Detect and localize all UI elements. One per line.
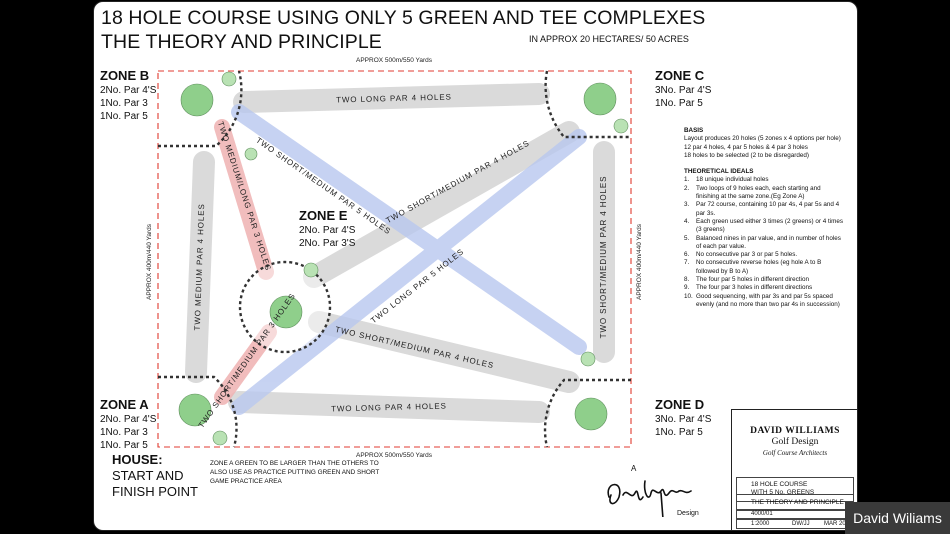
zone-b-line: 2No. Par 4'S [100,85,157,96]
project-line: 18 HOLE COURSE [751,481,808,488]
zone-a-green [178,393,212,427]
zone-b-title: ZONE B [100,68,150,83]
company-tagline: Golf Course Architects [762,449,828,457]
scale-row: 1:2000 DW/JJ MAR 2013 [736,519,854,529]
dimension-bottom: APPROX 500m/550 Yards [356,452,433,459]
dimension-right: APPROX 400m/440 Yards [636,223,643,300]
fairway-left [185,151,215,383]
page-subtitle: THE THEORY AND PRINCIPLE [101,31,382,53]
dimension-left: APPROX 400m/440 Yards [146,223,153,300]
zone-a-note-line: ALSO USE AS PRACTICE PUTTING GREEN AND S… [210,469,380,476]
fairway-a-to-e [214,324,277,405]
drawing-title-box: THE THEORY AND PRINCIPLE [736,494,854,510]
zone-e-line: 2No. Par 4'S [299,225,356,236]
fairway-b-to-e [214,119,274,280]
ideal-item: 2.Two loops of 9 holes each, each starti… [684,184,821,201]
zone-c-title: ZONE C [655,68,705,83]
zone-c-line: 3No. Par 4'S [655,85,712,96]
area-note: IN APPROX 20 HECTARES/ 50 ACRES [529,34,689,44]
zone-d-tee [580,351,596,367]
fairway-b-to-d [231,104,587,355]
scale-value: 1:2000 [751,521,770,527]
label-left-holes: TWO MEDIUM PAR 4 HOLES [193,203,206,330]
ideal-item: 3.Par 72 course, containing 10 par 4s, 4… [684,201,840,217]
ideal-item: 7.No consecutive reverse holes (eg hole … [684,259,822,275]
ideals-heading: THEORETICAL IDEALS [684,168,754,176]
fairway-top [233,83,550,113]
drawing-date: MAR 2013 [824,521,853,527]
zone-c-green [583,82,617,116]
project-box: 18 HOLE COURSE WITH 5 No. GREENS [736,477,854,502]
zone-e-tee [303,262,319,278]
company-name: DAVID WILLIAMS [750,426,840,436]
zone-d-line: 1No. Par 5 [655,427,703,438]
fairway-a-to-c [231,129,587,415]
zone-d-title: ZONE D [655,397,705,412]
site-boundary [157,70,632,448]
basis-heading: BASIS [684,127,704,134]
zone-b-arc [158,70,243,148]
watermark-label: David Wiliams [845,502,950,534]
zone-e-green [269,295,303,329]
signature-letter: A [631,464,637,473]
zone-b-line: 1No. Par 5 [100,111,148,122]
title-block: DAVID WILLIAMS Golf Design Golf Course A… [731,409,858,531]
fairway-e-to-c [303,121,580,288]
drawing-sheet: 18 HOLE COURSE USING ONLY 5 GREEN AND TE… [93,1,858,531]
zone-b-tee-2 [244,147,258,161]
ideal-item: 8.The four par 5 holes in different dire… [684,276,809,284]
house-line: FINISH POINT [112,484,198,499]
ideal-item: 4.Each green used either 3 times (2 gree… [684,217,843,234]
dimension-top: APPROX 500m/550 Yards [356,57,433,64]
ideal-item: 5.Balanced nines in par value, and in nu… [684,234,841,250]
ideals-list: 1.18 unique individual holes 2.Two loops… [684,176,844,309]
zone-a-line: 1No. Par 3 [100,427,148,438]
basis-line: 12 par 4 holes, 4 par 5 holes & 4 par 3 … [684,143,808,151]
zone-a-note-line: ZONE A GREEN TO BE LARGER THAN THE OTHER… [210,460,379,467]
notes-panel: BASIS Layout produces 20 holes (5 zones … [684,127,844,309]
house-line: START AND [112,468,184,483]
ideal-item: 6.No consecutive par 3 or par 5 holes. [684,251,798,259]
zone-a-arc [158,375,238,448]
label-e-to-c-holes: TWO SHORT/MEDIUM PAR 4 HOLES [384,138,531,225]
ideal-item: 10.Good sequencing, with par 3s and par … [684,292,840,308]
fairway-e-to-d [308,311,580,393]
basis-line: 18 holes to be selected (2 to be disrega… [684,151,809,159]
drawn-by: DW/JJ [792,521,810,527]
zone-b-line: 1No. Par 3 [100,98,148,109]
ideal-item: 9.The four par 3 holes in different dire… [684,284,813,292]
zone-d-green [574,397,608,431]
zone-d-line: 3No. Par 4'S [655,414,712,425]
drawing-title: THE THEORY AND PRINCIPLE [751,499,844,506]
signature-caption: Design [677,510,699,517]
basis-line: Layout produces 20 holes (5 zones x 4 op… [684,135,841,143]
company-subtitle: Golf Design [771,437,819,447]
zone-a-title: ZONE A [100,397,149,412]
zone-c-arc [544,70,631,139]
signature-icon [607,480,692,517]
zone-b-tee [221,71,237,87]
course-diagram: TWO LONG PAR 4 HOLES TWO LONG PAR 4 HOLE… [146,57,643,459]
project-line: WITH 5 No. GREENS [751,489,815,496]
page-title: 18 HOLE COURSE USING ONLY 5 GREEN AND TE… [101,7,706,29]
drawing-number: 4000/01 [751,511,773,517]
zone-a-note-line: GAME PRACTICE AREA [210,478,282,485]
zone-e-line: 2No. Par 3'S [299,238,356,249]
zone-c-line: 1No. Par 5 [655,98,703,109]
zone-d-arc [543,378,631,448]
zone-e-title: ZONE E [299,208,348,223]
zone-b-green [180,83,214,117]
zone-a-line: 1No. Par 5 [100,440,148,451]
label-top-holes: TWO LONG PAR 4 HOLES [336,92,452,104]
zone-c-tee [613,118,629,134]
zone-a-line: 2No. Par 4'S [100,414,157,425]
house-title: HOUSE: [112,452,163,467]
label-right-holes: TWO SHORT/MEDIUM PAR 4 HOLES [599,176,608,339]
ideal-item: 1.18 unique individual holes [684,176,769,184]
zone-a-tee [212,430,228,446]
drawing-no-box: 4000/01 [736,510,854,519]
label-bottom-holes: TWO LONG PAR 4 HOLES [331,401,447,413]
fairway-bottom [228,391,550,423]
